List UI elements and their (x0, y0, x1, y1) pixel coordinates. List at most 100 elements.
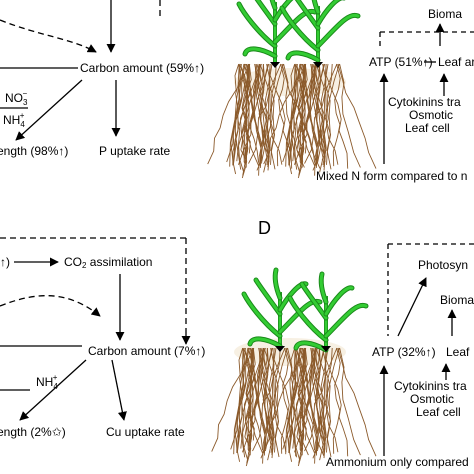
length-bottom: ength (2%✩) (0, 425, 66, 439)
plant-leaf-highlight (273, 9, 317, 44)
cytokinins-top: Cytokinins tra (388, 95, 461, 109)
root-strand (263, 63, 296, 165)
plant-leaf-highlight (324, 286, 354, 316)
plant-leaf-highlight (288, 296, 328, 342)
root-strand (310, 347, 324, 461)
plant-leaf-highlight (243, 47, 277, 58)
root-strand (332, 63, 341, 167)
plant-illustration-bottom (211, 267, 377, 467)
root-strand (281, 63, 321, 169)
atp-top: ATP (51%↑) (369, 55, 433, 69)
root-strand (263, 347, 287, 453)
plant-crown (275, 346, 285, 352)
mixed-n-label: Mixed N form compared to n (316, 169, 467, 183)
root-strand (315, 63, 339, 165)
root-strand (282, 63, 306, 163)
root-strand (313, 347, 327, 453)
plant-leaf-highlight (270, 0, 277, 10)
root-strand (299, 347, 318, 454)
root-strand (299, 63, 318, 166)
leaf-cell-top: Leaf cell (405, 121, 450, 135)
root-strand (258, 347, 272, 461)
root-strand (207, 63, 240, 165)
root-strand (297, 63, 309, 179)
osmotic-top: Osmotic (409, 108, 453, 122)
root-strand (247, 347, 266, 454)
arrow-prefix-bottom: ↑) (0, 255, 10, 269)
root-strand (290, 347, 298, 458)
root-strand (325, 63, 349, 169)
root-strand (316, 347, 327, 452)
leaf-area-top: Leaf ar (438, 55, 474, 69)
root-strand (299, 63, 315, 163)
carbon-amount-top: Carbon amount (59%↑) (80, 61, 204, 75)
arrow-carbon-to-length-bottom (19, 359, 87, 421)
root-strand (316, 63, 340, 163)
plant-leaf-highlight (273, 268, 282, 300)
dashed-arrow-bottom-left (0, 295, 101, 317)
root-strand (337, 63, 377, 169)
root-strand (245, 347, 257, 467)
root-strand (285, 63, 301, 167)
roots-top (207, 63, 377, 179)
plant-leaf-highlight (294, 341, 328, 352)
root-strand (230, 347, 254, 450)
osmotic-bottom: Osmotic (410, 392, 454, 406)
arrow-carbon-to-length (15, 79, 83, 141)
no3-label: NO3− (5, 89, 28, 107)
root-strand (259, 63, 283, 165)
cytokinins-bottom: Cytokinins tra (394, 379, 467, 393)
nh4-label-bottom: NH4+ (36, 373, 58, 391)
root-strand (248, 347, 254, 451)
biomass-top: Bioma (428, 7, 462, 21)
plant-leaf-highlight (316, 13, 360, 48)
root-strand (260, 63, 271, 164)
root-strand (238, 347, 264, 442)
root-strand (300, 63, 306, 163)
plant-top-left (236, 0, 318, 68)
root-strand (290, 63, 316, 155)
root-strand (247, 347, 263, 451)
uptake-bottom: Cu uptake rate (106, 425, 185, 439)
plant-leaf-highlight (237, 2, 277, 48)
plant-illustration-top (207, 0, 377, 179)
arrow-atp-to-photosyn (397, 277, 427, 337)
plant-leaf-highlight (296, 0, 320, 30)
root-strand (339, 347, 361, 456)
root-strand (316, 347, 340, 450)
root-strand (299, 347, 315, 451)
nh4-label: NH4+ (3, 111, 25, 129)
root-strand (232, 63, 242, 165)
ammonium-label: Ammonium only compared (326, 455, 469, 469)
root-strand (260, 63, 284, 163)
plant-leaf-highlight (254, 278, 282, 316)
root-strand (288, 63, 298, 165)
root-strand (264, 347, 275, 452)
root-strand (263, 347, 280, 453)
plant-crown (321, 346, 331, 352)
leaf-cell-bottom: Leaf cell (416, 405, 461, 419)
root-strand (226, 63, 250, 163)
root-strand (259, 63, 276, 165)
root-strand (290, 63, 298, 170)
root-strand (315, 63, 332, 165)
uptake-top: P uptake rate (99, 144, 170, 158)
root-strand (263, 347, 296, 452)
root-strand (315, 347, 332, 453)
root-strand (211, 347, 244, 452)
root-strand (229, 63, 245, 167)
root-strand (234, 63, 242, 170)
root-strand (297, 347, 309, 467)
panel-bottom: D ↑) CO2 assimilation Carbon amount (7%↑… (0, 218, 474, 469)
root-strand (261, 347, 275, 453)
root-strand (323, 63, 333, 168)
carbon-amount-bottom: Carbon amount (7%↑) (88, 344, 205, 358)
root-strand (238, 347, 246, 458)
root-strand (316, 63, 327, 164)
plant-leaf-highlight (324, 303, 368, 338)
root-strand (300, 347, 306, 451)
root-strand (310, 63, 324, 173)
root-strand (290, 347, 316, 442)
panel-letter-d: D (258, 218, 271, 238)
